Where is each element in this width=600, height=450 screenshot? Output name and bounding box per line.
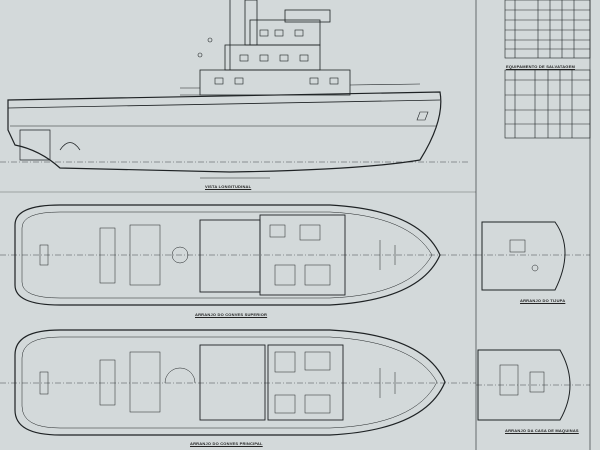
safety-table-title: EQUIPAMENTO DE SALVATAGEM bbox=[506, 64, 576, 69]
safety-equipment-table bbox=[504, 69, 591, 139]
main-deck-plan bbox=[0, 329, 476, 436]
profile-view-label: VISTA LONGITUDINAL bbox=[205, 184, 252, 189]
equipment-table-top bbox=[504, 0, 591, 59]
upper-deck-label: ARRANJO DO CONVES SUPERIOR bbox=[195, 312, 268, 317]
wheelhouse-plan bbox=[476, 349, 590, 421]
profile-view bbox=[0, 0, 470, 179]
upper-deck-plan bbox=[0, 204, 476, 306]
tijupa-plan bbox=[476, 221, 590, 291]
tijupa-label: ARRANJO DO TIJUPA bbox=[520, 298, 566, 303]
main-deck-label: ARRANJO DO CONVES PRINCIPAL bbox=[190, 441, 263, 446]
wheelhouse-label: ARRANJO DA CASA DE MAQUINAS bbox=[505, 428, 579, 433]
